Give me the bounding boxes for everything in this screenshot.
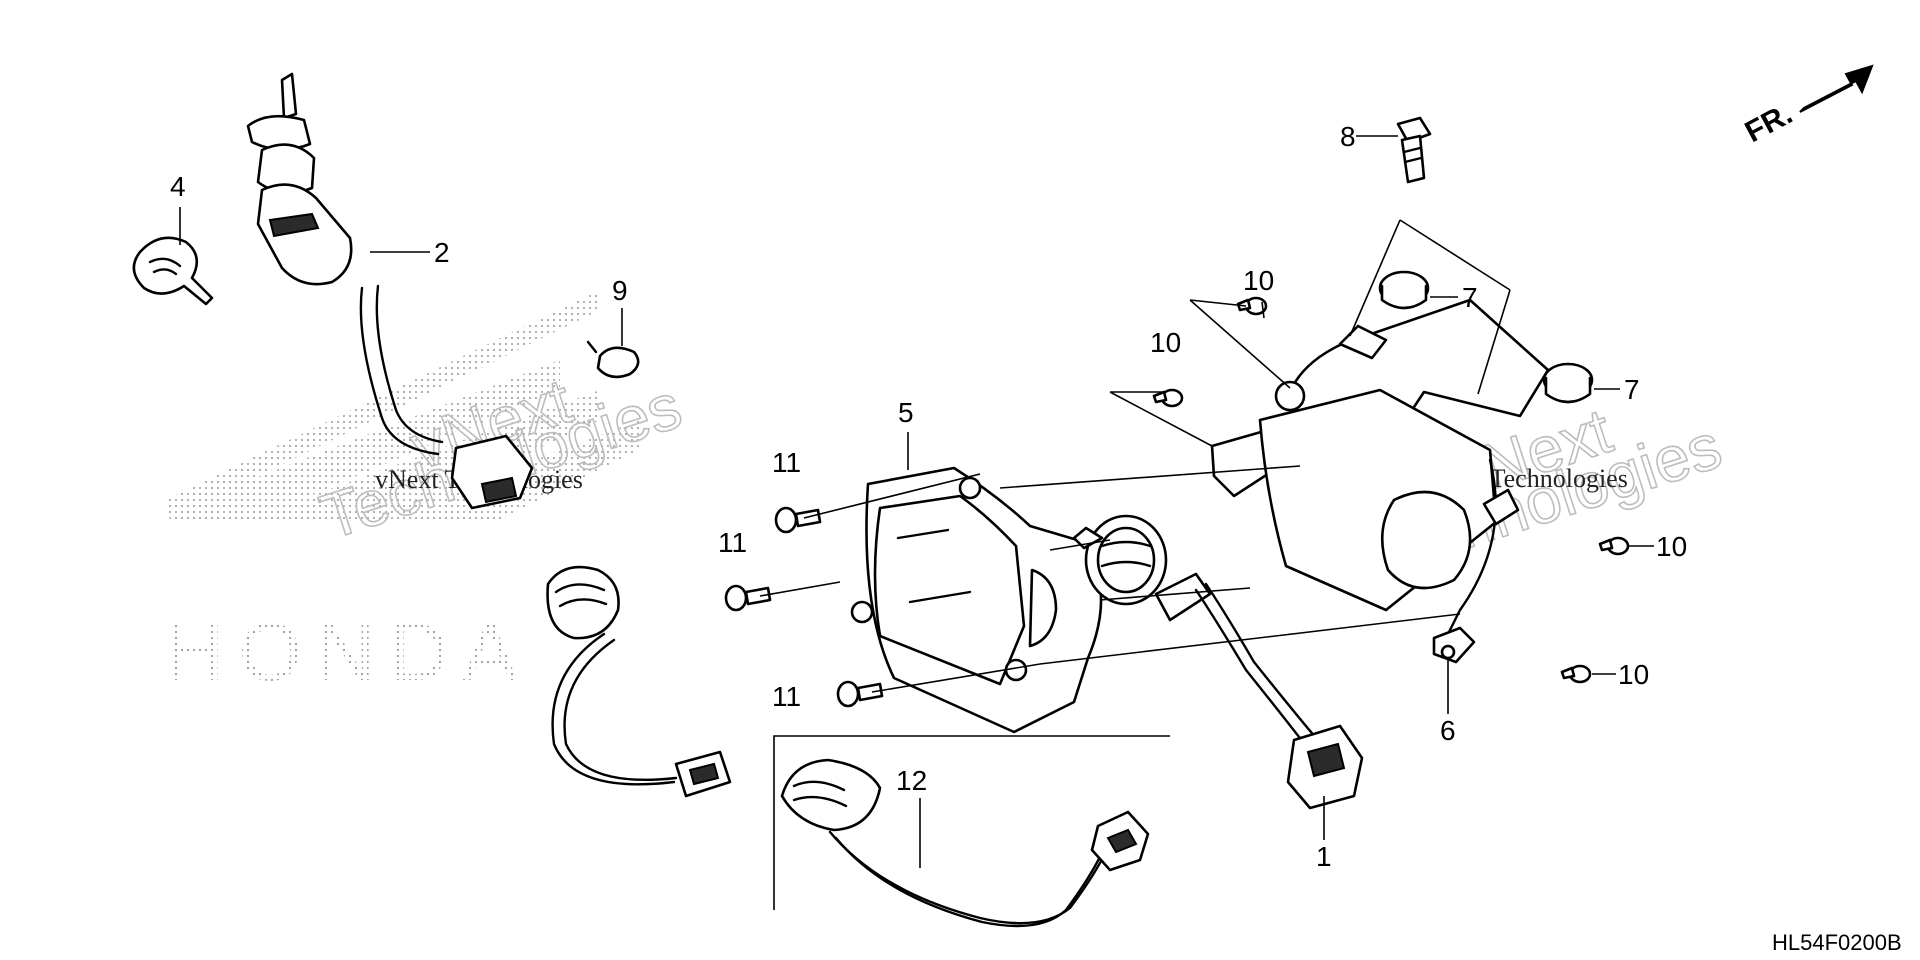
fastener-10d (1560, 664, 1592, 684)
part-6-headlight-case (1210, 298, 1550, 664)
part-11-screws (724, 506, 884, 708)
callout-7b: 7 (1624, 374, 1640, 405)
callouts: 4 2 9 5 11 11 11 8 10 10 7 7 10 10 6 1 1… (170, 121, 1687, 872)
callout-10a: 10 (1243, 265, 1274, 296)
screw-11b (724, 584, 772, 612)
part-7-grommets (1378, 270, 1594, 404)
diagram-code: HL54F0200B (1772, 930, 1902, 955)
watermark-honda-wing (165, 290, 640, 520)
screw-11a (774, 506, 822, 534)
grommet-7a (1378, 270, 1430, 310)
fastener-10b (1152, 388, 1184, 408)
fastener-10c (1598, 536, 1630, 556)
part-9-clip (586, 340, 640, 379)
leader-lines (179, 135, 1654, 868)
callout-11a: 11 (772, 447, 801, 478)
socket-with-wire (546, 565, 732, 798)
screw-11c (836, 680, 884, 708)
watermark-brand: HONDA (165, 607, 531, 698)
callout-5: 5 (898, 397, 914, 428)
callout-4: 4 (170, 171, 186, 202)
callout-10c: 10 (1656, 531, 1687, 562)
front-arrow-icon (1799, 64, 1874, 113)
inset-frame (773, 735, 1170, 910)
front-direction-indicator: FR. (1740, 64, 1874, 149)
callout-7a: 7 (1462, 282, 1478, 313)
part-5-headlight (850, 466, 1103, 734)
callout-11b: 11 (718, 527, 747, 558)
front-label: FR. (1740, 97, 1798, 149)
part-10-fasteners (1152, 296, 1630, 684)
callout-10d: 10 (1618, 659, 1649, 690)
callout-6: 6 (1440, 715, 1456, 746)
callout-9: 9 (612, 275, 628, 306)
part-12-inset (773, 735, 1170, 928)
callout-10b: 10 (1150, 327, 1181, 358)
part-8-bolt (1396, 116, 1432, 184)
part-2-ignition-switch (246, 72, 534, 510)
callout-2: 2 (434, 237, 450, 268)
callout-8: 8 (1340, 121, 1356, 152)
part-4-key (132, 236, 214, 306)
grommet-7b (1542, 362, 1594, 404)
callout-12: 12 (896, 765, 927, 796)
callout-1: 1 (1316, 841, 1332, 872)
part-1-bulb-socket (1072, 514, 1364, 810)
callout-11c: 11 (772, 681, 801, 712)
